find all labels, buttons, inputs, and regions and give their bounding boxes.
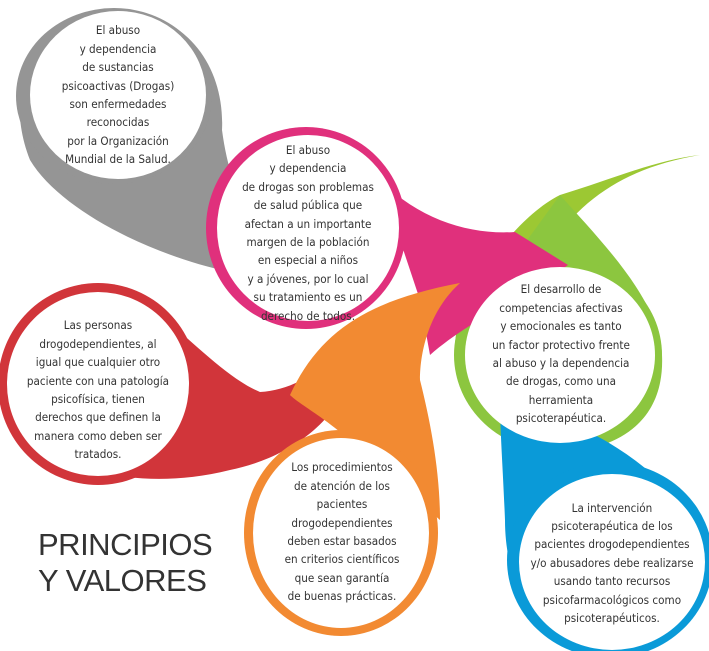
gray-disc: [30, 11, 206, 179]
red-disc: [7, 292, 189, 476]
principle-text-blue: La intervención psicoterapéutica de los …: [530, 500, 694, 626]
principle-text-orange: Los procedimientos de atención de los pa…: [284, 460, 400, 604]
orange-disc: [253, 438, 429, 628]
principle-text-green: El desarrollo de competencias afectivas …: [492, 282, 630, 426]
pink-disc: [217, 135, 399, 321]
principle-text-gray: El abuso y dependencia de sustancias psi…: [61, 23, 175, 167]
orange-ribbon: [290, 283, 460, 520]
green-disc: [465, 267, 655, 443]
principle-text-pink: El abuso y dependencia de drogas son pro…: [242, 142, 374, 323]
principle-text-red: Las personas drogodependientes, al igual…: [26, 318, 170, 462]
blue-disc: [519, 474, 705, 650]
page-title: PRINCIPIOS Y VALORES: [38, 527, 213, 598]
